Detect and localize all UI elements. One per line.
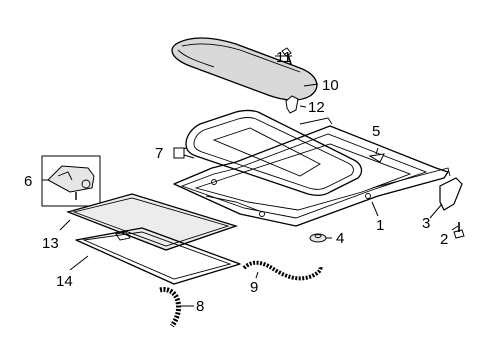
seal-frame (185, 109, 363, 196)
callout-group: 10 11 12 7 5 1 3 2 4 6 13 14 9 8 (24, 49, 459, 315)
drain-hose-8 (159, 287, 181, 328)
glass-panel (171, 37, 318, 101)
leader-1 (371, 201, 379, 217)
clip-5 (368, 153, 385, 163)
callout-11: 11 (276, 49, 292, 66)
leader-12 (299, 105, 307, 108)
drain-hose-9 (242, 260, 323, 281)
leader-14 (69, 255, 89, 271)
callout-10: 10 (322, 77, 339, 94)
callout-5: 5 (372, 123, 380, 140)
leader-10 (303, 83, 319, 87)
callout-13: 13 (42, 235, 59, 252)
bracket-12 (285, 95, 299, 114)
callout-4: 4 (336, 230, 344, 247)
grommet-4 (309, 233, 327, 243)
callout-2: 2 (440, 231, 448, 248)
sunshade (65, 193, 239, 251)
sunshade-frame (75, 227, 241, 285)
callout-14: 14 (56, 273, 73, 290)
callout-7-box (173, 147, 185, 159)
sunroof-frame (173, 117, 451, 227)
callout-7: 7 (155, 145, 163, 162)
callout-9: 9 (250, 279, 258, 296)
leader-13 (59, 219, 71, 231)
callout-12: 12 (308, 99, 325, 116)
leader-5 (375, 147, 379, 155)
callout-8: 8 (196, 298, 204, 315)
callout-3: 3 (422, 215, 430, 232)
screw-2 (453, 222, 465, 239)
leader-2 (451, 225, 459, 231)
callout-1: 1 (376, 217, 384, 234)
bracket-3 (439, 177, 463, 211)
leader-3 (429, 203, 443, 219)
leader-9 (255, 271, 259, 279)
motor-inset (41, 155, 101, 207)
callout-6: 6 (24, 173, 32, 190)
